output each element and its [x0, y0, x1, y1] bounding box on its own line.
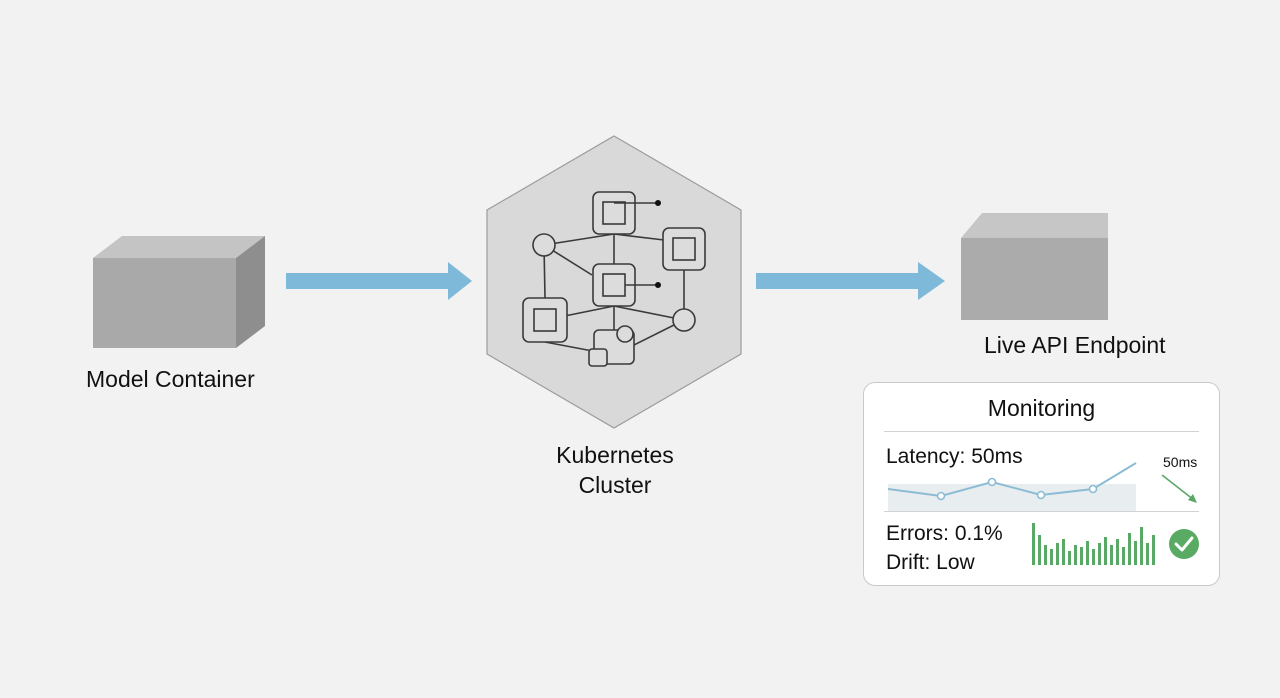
kubernetes-label-line2: Cluster [578, 472, 652, 498]
monitoring-graphics [887, 462, 1199, 565]
trend-down-arrow-icon [1161, 474, 1197, 503]
check-circle-icon [1169, 529, 1199, 559]
sparkline-point [936, 491, 946, 501]
monitoring-divider [884, 511, 1199, 512]
model-container-label: Model Container [86, 366, 255, 392]
sparkline-point [1036, 490, 1046, 500]
errors-text: Errors: 0.1% [886, 522, 1003, 545]
arrow-to-endpoint [756, 262, 945, 300]
model-container-box [93, 236, 265, 348]
kubernetes-label-line1: Kubernetes [556, 442, 674, 468]
monitoring-divider [884, 431, 1199, 432]
sparkline-point [1088, 484, 1098, 494]
monitoring-title: Monitoring [987, 395, 1096, 421]
drift-text: Drift: Low [886, 551, 975, 574]
endpoint-label: Live API Endpoint [984, 332, 1166, 358]
endpoint-box [961, 213, 1108, 320]
latency-badge: 50ms [1163, 454, 1198, 470]
latency-text: Latency: 50ms [886, 445, 1023, 468]
latency-sparkline [887, 462, 1137, 498]
arrow-to-cluster [286, 262, 472, 300]
sparkline-point [987, 477, 997, 487]
kubernetes-cluster-label: Kubernetes Cluster [535, 440, 695, 500]
cluster-network-icon [522, 191, 706, 367]
error-bars [1032, 523, 1155, 565]
monitoring-panel: Monitoring Latency: 50ms 50ms Errors: 0.… [863, 382, 1220, 586]
